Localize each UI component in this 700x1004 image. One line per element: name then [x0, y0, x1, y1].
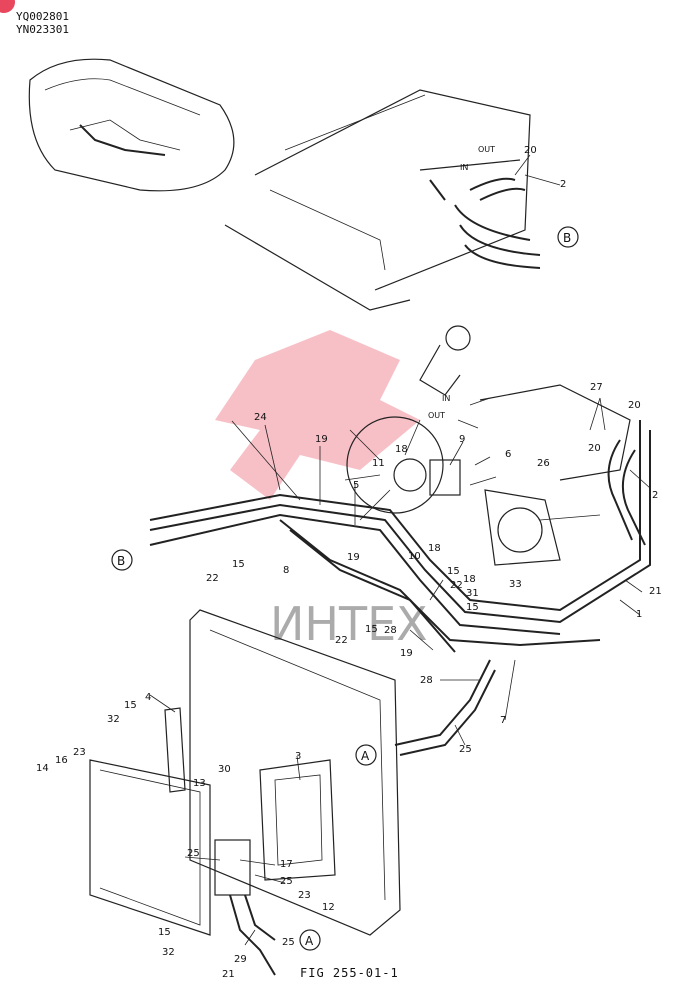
- callout-20: 20: [588, 443, 601, 454]
- callout-22: 22: [206, 573, 219, 584]
- hose-bundle: [149, 420, 651, 756]
- callout-15: 15: [232, 559, 245, 570]
- callout-13: 13: [193, 778, 206, 789]
- callout-8: 8: [283, 565, 289, 576]
- corner-badge: [0, 0, 15, 13]
- callout-15: 15: [447, 566, 460, 577]
- callout-14: 14: [36, 763, 49, 774]
- callout-31: 31: [466, 588, 479, 599]
- callout-21: 21: [222, 969, 235, 980]
- callout-10: 10: [408, 551, 421, 562]
- callout-18: 18: [463, 574, 476, 585]
- callout-18: 18: [428, 543, 441, 554]
- callout-1: 1: [636, 609, 642, 620]
- callout-6: 6: [505, 449, 511, 460]
- callout-7: 7: [500, 715, 506, 726]
- callout-28: 28: [384, 625, 397, 636]
- marker-b-top: [557, 226, 579, 248]
- figure-caption: FIG 255-01-1: [300, 966, 399, 980]
- callout-4: 4: [145, 692, 151, 703]
- callout-18: 18: [395, 444, 408, 455]
- part-code: YQ002801: [16, 10, 69, 23]
- callout-2: 2: [560, 179, 566, 190]
- callout-27: 27: [590, 382, 603, 393]
- engine-fan-assembly: [344, 325, 631, 566]
- callout-29: 29: [234, 954, 247, 965]
- callout-20: 20: [524, 145, 537, 156]
- in-label-top: IN: [460, 163, 468, 172]
- marker-a-mid-label: A: [361, 749, 370, 763]
- callout-3: 3: [295, 751, 301, 762]
- out-label-mid: OUT: [428, 411, 445, 420]
- engine-housing: [224, 89, 541, 311]
- callout-25: 25: [187, 848, 200, 859]
- callout-25: 25: [282, 937, 295, 948]
- flow-labels: OUT IN IN OUT: [428, 145, 495, 429]
- callout-22: 22: [450, 580, 463, 591]
- callout-33: 33: [509, 579, 522, 590]
- callout-28: 28: [420, 675, 433, 686]
- marker-a-mid: [355, 744, 377, 766]
- watermark-logo: ИНТЕХ: [215, 330, 428, 651]
- callout-numbers: 1 2 2 3 4 5 6 7 8 9 10 11 12 13 14 15 15…: [36, 145, 662, 980]
- callout-24: 24: [254, 412, 267, 423]
- marker-a-bottom-label: A: [305, 934, 314, 948]
- callout-20: 20: [628, 400, 641, 411]
- callout-32: 32: [107, 714, 120, 725]
- leader-lines: [149, 154, 651, 946]
- callout-19: 19: [400, 648, 413, 659]
- callout-25: 25: [459, 744, 472, 755]
- callout-11: 11: [372, 458, 385, 469]
- part-code: YN023301: [16, 23, 69, 36]
- callout-21: 21: [649, 586, 662, 597]
- callout-23: 23: [73, 747, 86, 758]
- in-label-mid: IN: [442, 394, 450, 403]
- callout-32: 32: [162, 947, 175, 958]
- callout-15: 15: [365, 624, 378, 635]
- connector-markers: B B A A: [111, 226, 579, 951]
- callout-26: 26: [537, 458, 550, 469]
- callout-16: 16: [55, 755, 68, 766]
- out-label-top: OUT: [478, 145, 495, 154]
- callout-5: 5: [353, 480, 359, 491]
- callout-12: 12: [322, 902, 335, 913]
- callout-22: 22: [335, 635, 348, 646]
- callout-19: 19: [347, 552, 360, 563]
- callout-23: 23: [298, 890, 311, 901]
- callout-30: 30: [218, 764, 231, 775]
- marker-b-left-label: B: [117, 554, 125, 568]
- callout-25: 25: [280, 876, 293, 887]
- watermark-text: ИНТЕХ: [270, 597, 428, 651]
- marker-b-left: [111, 549, 133, 571]
- radiator-assembly: [89, 609, 401, 976]
- callout-19: 19: [315, 434, 328, 445]
- callout-17: 17: [280, 859, 293, 870]
- callout-15: 15: [124, 700, 137, 711]
- marker-a-bottom: [299, 929, 321, 951]
- callout-15: 15: [466, 602, 479, 613]
- callout-9: 9: [459, 434, 465, 445]
- callout-15: 15: [158, 927, 171, 938]
- part-codes: YQ002801 YN023301: [16, 10, 69, 36]
- callout-2: 2: [652, 490, 658, 501]
- machine-thumbnail: [28, 58, 235, 192]
- marker-b-top-label: B: [563, 231, 571, 245]
